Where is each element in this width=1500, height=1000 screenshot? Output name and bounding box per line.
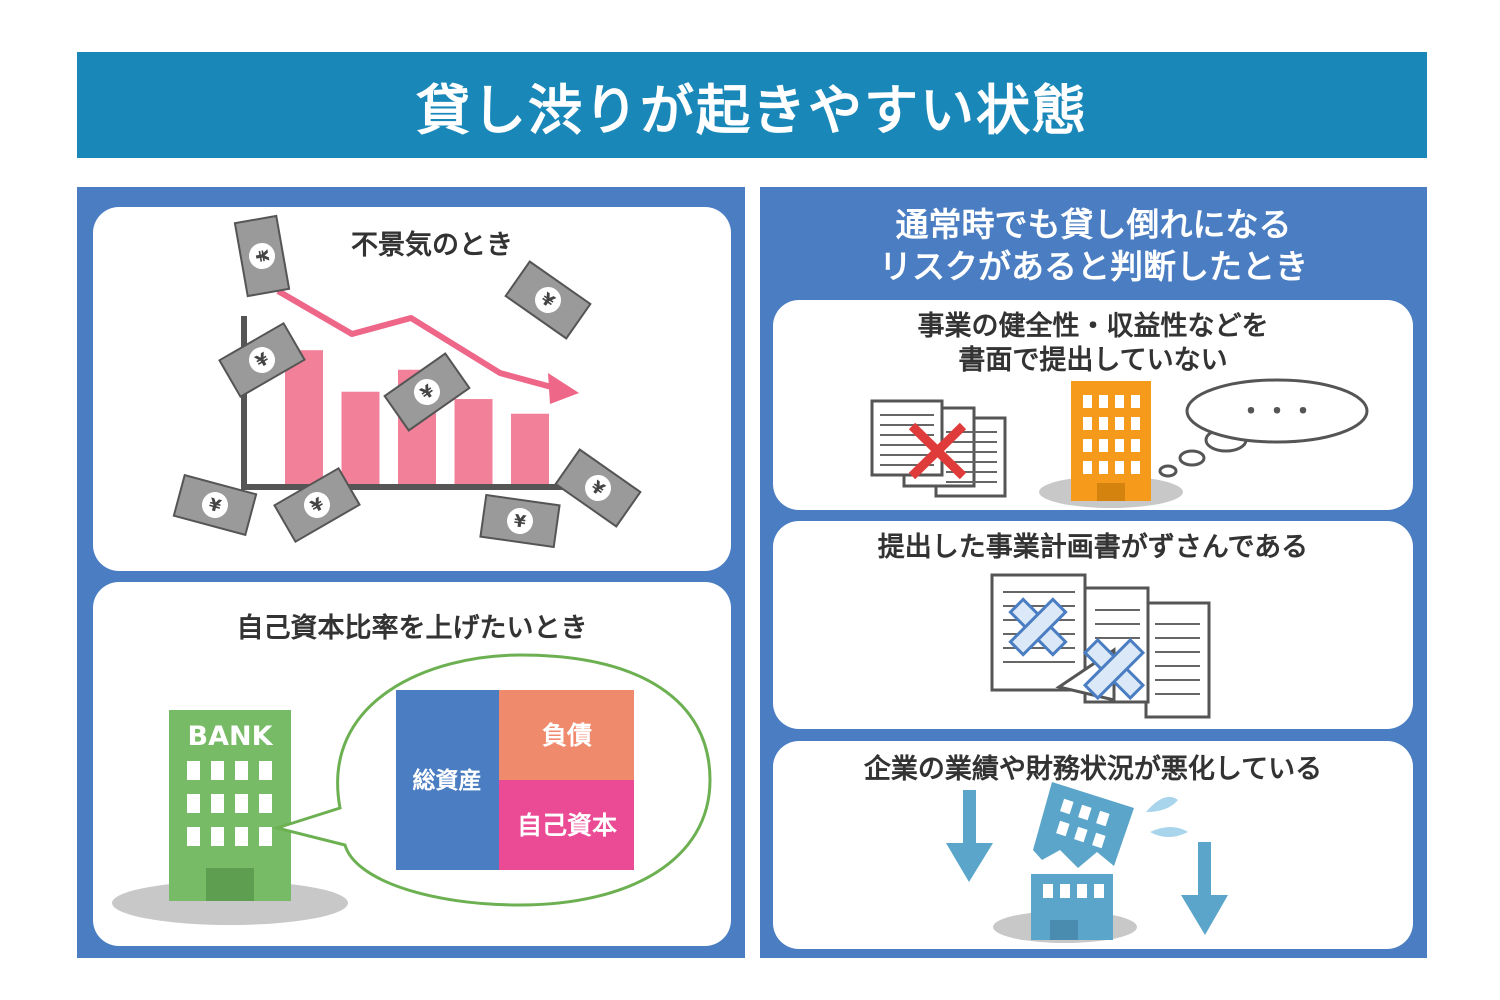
right-heading-line2: リスクがあると判断したとき bbox=[879, 247, 1308, 286]
capital-ratio-title: 自己資本比率を上げたいとき bbox=[236, 613, 588, 644]
total-assets-label: 総資産 bbox=[413, 767, 482, 794]
equity-label: 自己資本 bbox=[517, 811, 617, 840]
bar-2 bbox=[341, 391, 380, 487]
bar-1 bbox=[285, 350, 323, 487]
yen-banknote-icon: ¥ bbox=[504, 260, 592, 340]
liabilities-label: 負債 bbox=[542, 721, 592, 750]
crossed-out-documents-icon bbox=[990, 573, 1211, 719]
office-door bbox=[1097, 483, 1125, 501]
bar-4 bbox=[454, 399, 493, 487]
down-arrow-left-icon bbox=[946, 790, 993, 882]
downtrend-arrowhead bbox=[548, 373, 579, 404]
no-documents-title-line1: 事業の健全性・収益性などを bbox=[917, 311, 1269, 342]
page-title: 貸し渋りが起きやすい状態 bbox=[77, 52, 1427, 158]
yen-banknote-icon: ¥ bbox=[383, 352, 471, 432]
right-heading-line1: 通常時でも貸し倒れになる bbox=[895, 205, 1292, 244]
red-cross-icon bbox=[908, 422, 967, 480]
equity-block bbox=[499, 780, 634, 870]
no-documents-title-line2: 書面で提出していない bbox=[958, 345, 1228, 376]
thought-ellipsis: ・・・ bbox=[1238, 397, 1316, 427]
bank-door bbox=[206, 868, 254, 901]
thought-bubble-small bbox=[1158, 464, 1178, 478]
poor-plan-title: 提出した事業計画書がずさんである bbox=[877, 532, 1309, 563]
downtrend-line bbox=[276, 288, 556, 391]
water-splash-icon bbox=[1146, 796, 1188, 837]
thought-bubble-main bbox=[1185, 378, 1369, 444]
recession-title: 不景気のとき bbox=[351, 230, 513, 261]
thought-bubble-medium bbox=[1178, 449, 1206, 467]
svg-text:¥: ¥ bbox=[250, 249, 272, 264]
collapsing-building-icon bbox=[1031, 782, 1134, 940]
yen-banknote-icon: ¥ bbox=[233, 214, 291, 298]
yen-banknote-icon: ¥ bbox=[479, 493, 561, 549]
down-arrow-right-icon bbox=[1181, 842, 1228, 935]
bank-label: BANK bbox=[188, 721, 274, 752]
yen-banknote-icon: ¥ bbox=[172, 473, 258, 537]
svg-text:¥: ¥ bbox=[513, 511, 528, 532]
total-assets-block bbox=[396, 690, 499, 870]
liabilities-block bbox=[499, 690, 634, 780]
yen-banknote-icon: ¥ bbox=[273, 466, 361, 544]
svg-text:¥: ¥ bbox=[206, 495, 223, 517]
worsening-finances-title: 企業の業績や財務状況が悪化している bbox=[863, 754, 1323, 785]
bar-5 bbox=[511, 413, 549, 487]
yen-banknote-icon: ¥ bbox=[218, 321, 306, 399]
yen-banknote-icon: ¥ bbox=[554, 448, 642, 528]
